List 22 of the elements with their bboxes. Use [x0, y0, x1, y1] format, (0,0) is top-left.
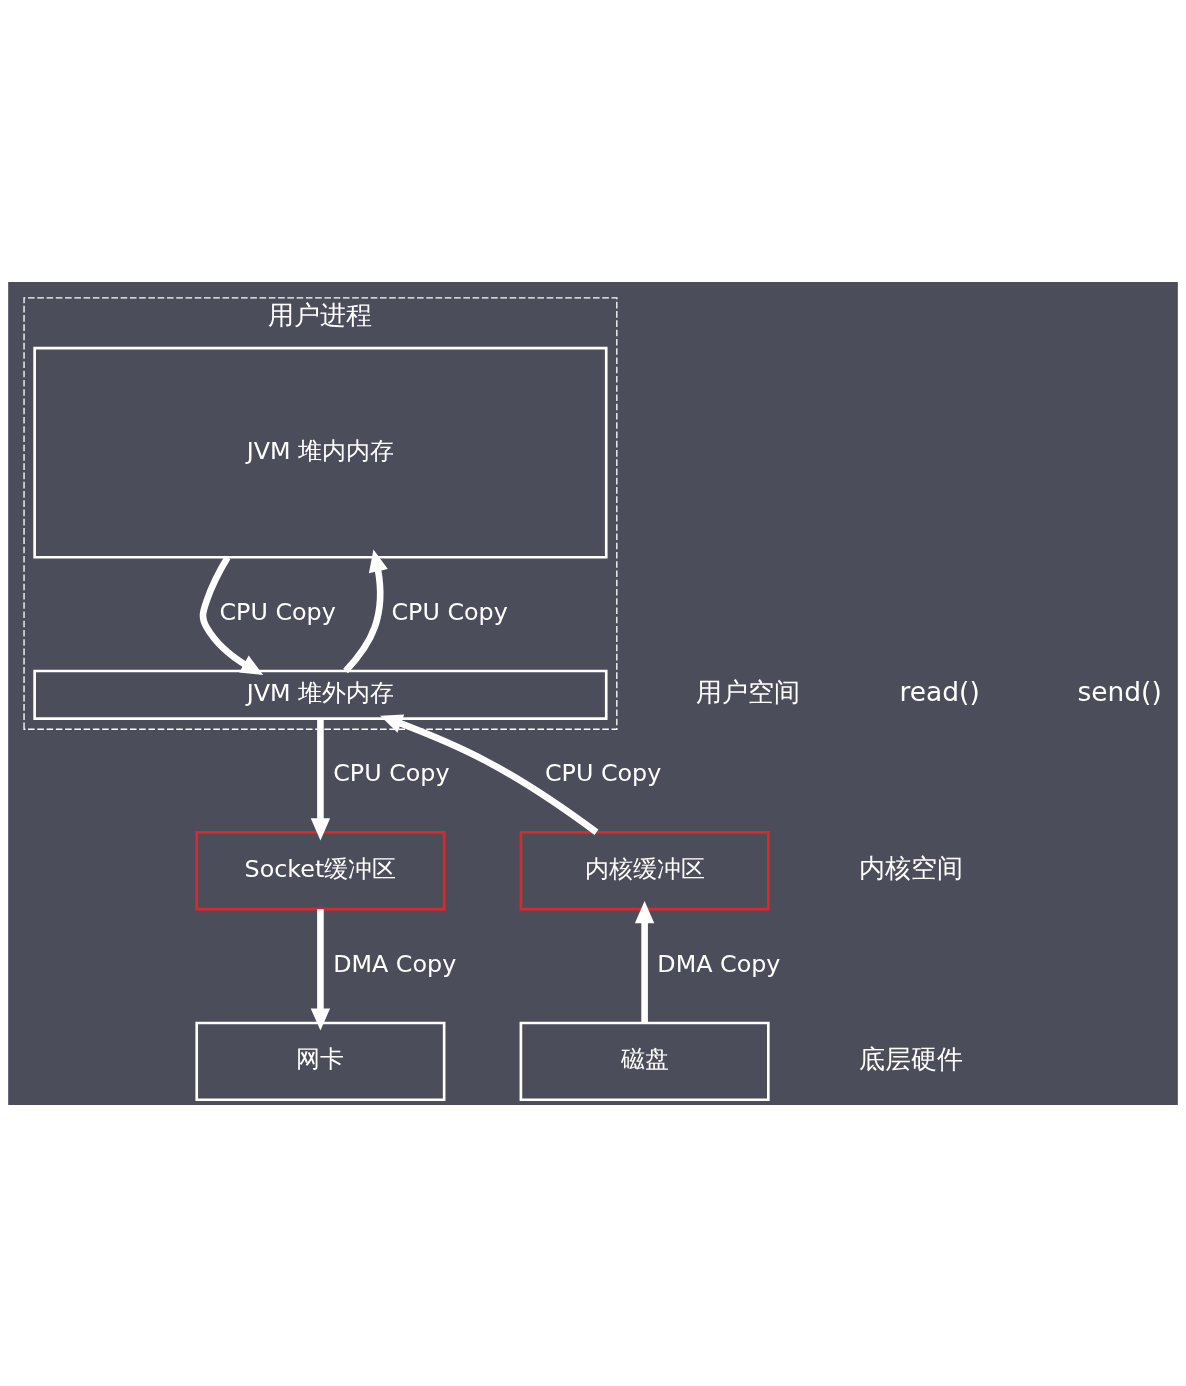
- label: 用户空间: [695, 675, 800, 707]
- node-box: JVM 堆内内存: [33, 346, 608, 559]
- arrow: [380, 713, 599, 835]
- label: read(): [899, 675, 980, 707]
- edge-label: DMA Copy: [333, 949, 457, 978]
- node-box: Socket缓冲区: [195, 830, 446, 910]
- edge-label: CPU Copy: [333, 758, 450, 787]
- label: send(): [1077, 675, 1162, 707]
- label: 底层硬件: [858, 1042, 963, 1074]
- arrow: [343, 549, 388, 673]
- arrow: [310, 718, 331, 840]
- edge-label: CPU Copy: [544, 758, 662, 787]
- arrow: [310, 908, 331, 1031]
- node-box: 磁盘: [519, 1021, 770, 1101]
- node-box: JVM 堆外内存: [33, 669, 608, 720]
- node-box: 网卡: [195, 1021, 446, 1101]
- arrow: [199, 555, 264, 675]
- edge-label: DMA Copy: [657, 949, 781, 978]
- edge-label: CPU Copy: [391, 597, 508, 626]
- node-box: 内核缓冲区: [519, 830, 770, 910]
- edge-label: CPU Copy: [219, 597, 336, 626]
- label: 内核空间: [858, 851, 963, 883]
